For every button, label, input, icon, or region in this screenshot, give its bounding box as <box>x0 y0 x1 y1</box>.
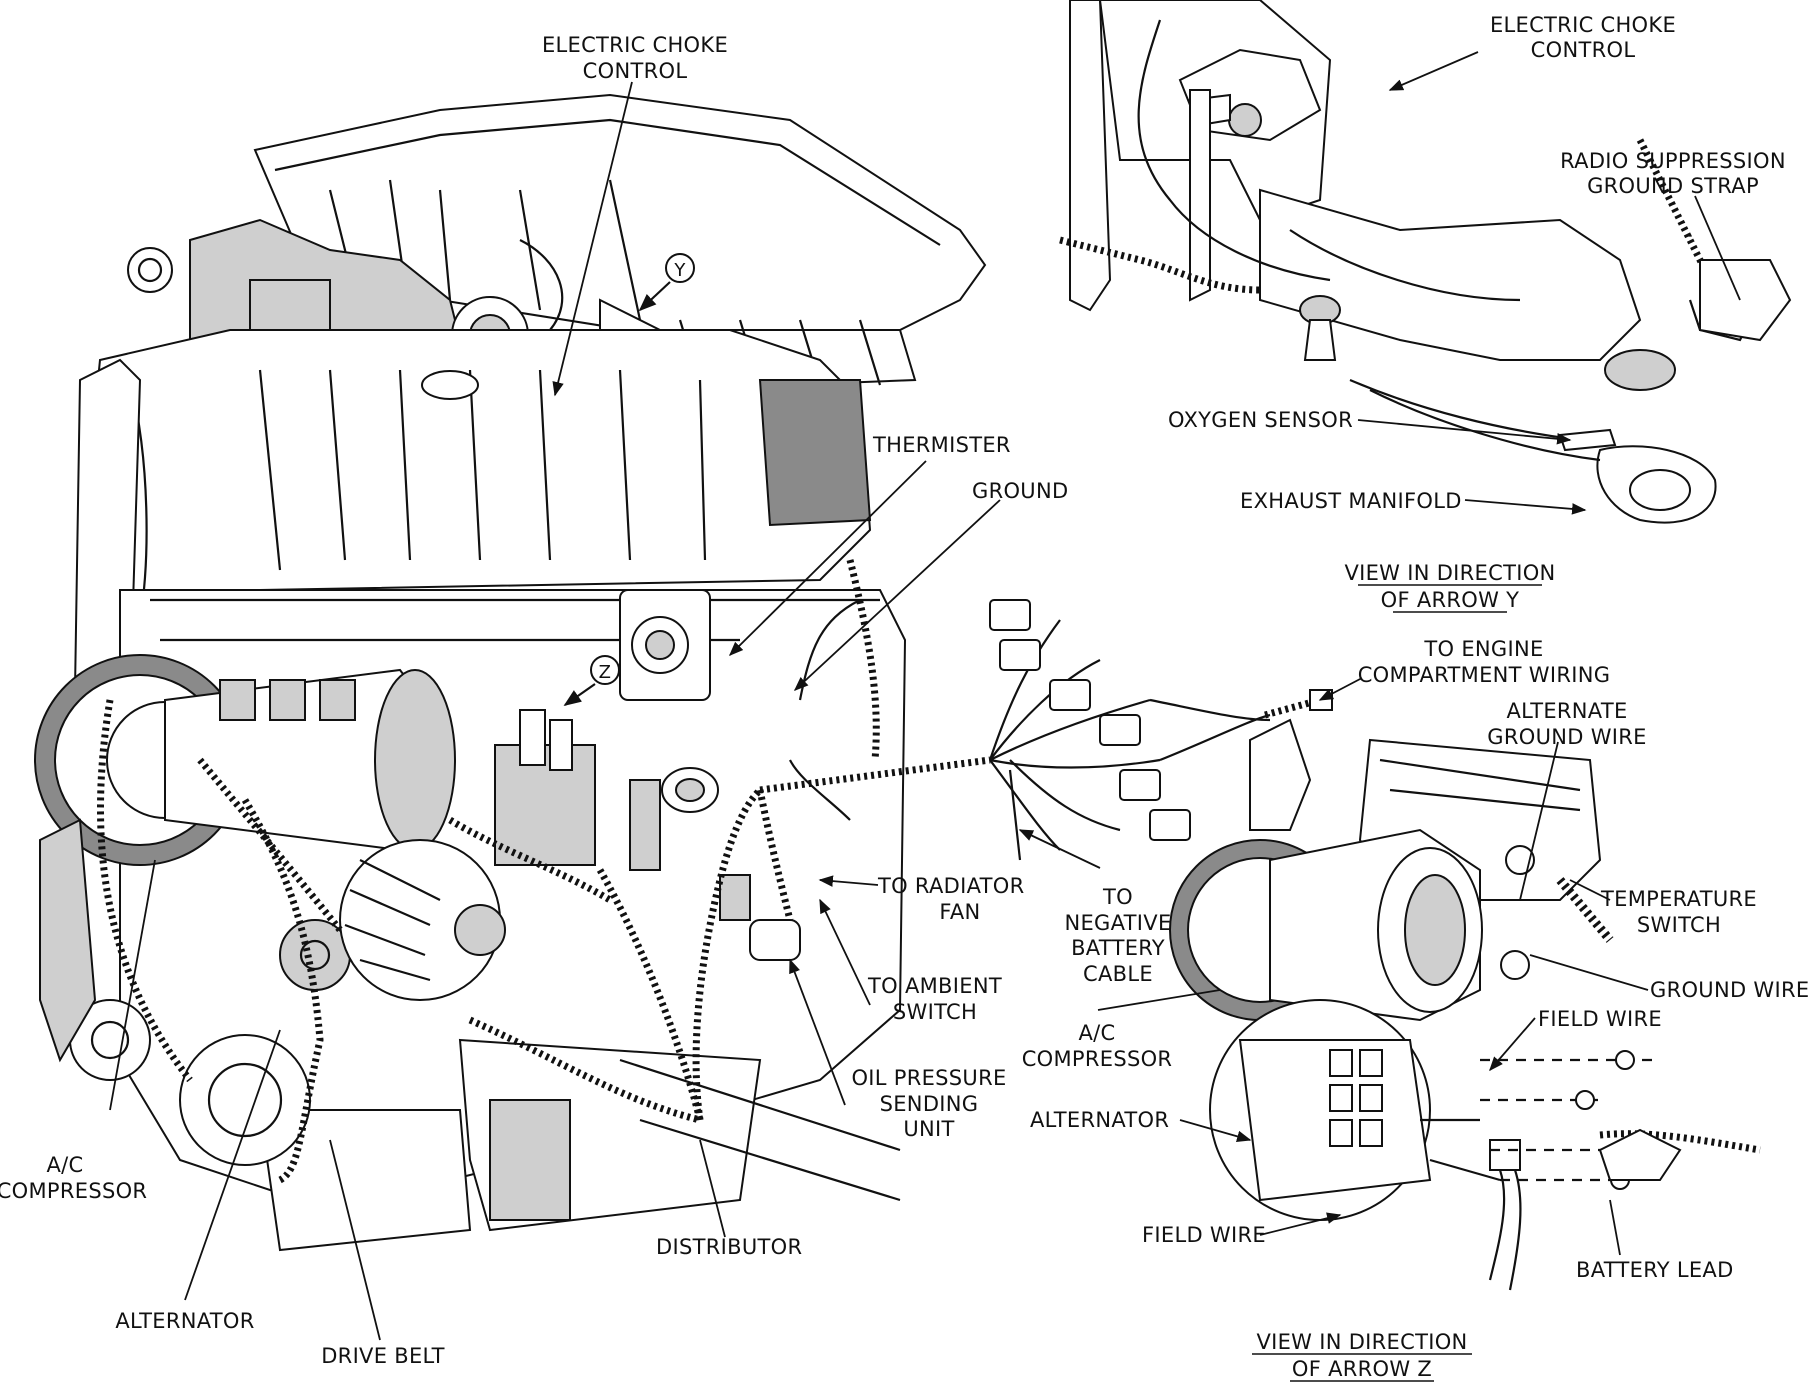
label-z-alternator: ALTERNATOR <box>1030 1108 1169 1132</box>
arrow-y-marker: Y <box>673 260 686 281</box>
label-z-ac-compressor-line1: A/C <box>1078 1021 1115 1045</box>
label-electric-choke-control-line1: ELECTRIC CHOKE <box>542 33 728 57</box>
label-field-wire-top: FIELD WIRE <box>1538 1007 1662 1031</box>
label-thermister: THERMISTER <box>872 433 1011 457</box>
label-to-radiator-fan-line1: TO RADIATOR <box>877 874 1025 898</box>
label-ac-compressor-line2: COMPRESSOR <box>0 1179 147 1203</box>
view-z-inset <box>1169 718 1761 1291</box>
label-to-radiator-fan-line2: FAN <box>939 900 980 924</box>
view-y-inset <box>1059 0 1792 524</box>
label-to-negative-battery-line2: NEGATIVE <box>1064 911 1171 935</box>
label-oil-pressure-line2: SENDING <box>880 1092 979 1116</box>
label-y-electric-choke-line1: ELECTRIC CHOKE <box>1490 13 1676 37</box>
label-to-ambient-switch-line1: TO AMBIENT <box>867 974 1002 998</box>
label-view-y-line1: VIEW IN DIRECTION <box>1344 561 1555 585</box>
label-view-z-line1: VIEW IN DIRECTION <box>1256 1330 1467 1354</box>
label-distributor: DISTRIBUTOR <box>656 1235 802 1259</box>
label-alternate-ground-line1: ALTERNATE <box>1506 699 1627 723</box>
label-radio-suppression-line1: RADIO SUPPRESSION <box>1560 149 1786 173</box>
label-ground-wire: GROUND WIRE <box>1650 978 1809 1002</box>
label-alternate-ground-line2: GROUND WIRE <box>1487 725 1646 749</box>
label-temperature-switch-line2: SWITCH <box>1637 913 1721 937</box>
label-z-ac-compressor-line2: COMPRESSOR <box>1022 1047 1173 1071</box>
main-engine-illustration: Y Z <box>34 93 1333 1252</box>
label-to-engine-wiring-line2: COMPARTMENT WIRING <box>1358 663 1611 687</box>
label-to-negative-battery-line1: TO <box>1102 885 1133 909</box>
callout-labels: ELECTRIC CHOKE CONTROL ELECTRIC CHOKE CO… <box>0 13 1809 1382</box>
label-oxygen-sensor: OXYGEN SENSOR <box>1168 408 1353 432</box>
label-oil-pressure-line3: UNIT <box>903 1117 954 1141</box>
label-ground: GROUND <box>972 479 1068 503</box>
label-to-negative-battery-line4: CABLE <box>1083 962 1153 986</box>
label-battery-lead: BATTERY LEAD <box>1576 1258 1734 1282</box>
label-drive-belt: DRIVE BELT <box>321 1344 445 1368</box>
label-view-y-line2: OF ARROW Y <box>1381 588 1520 612</box>
label-radio-suppression-line2: GROUND STRAP <box>1587 174 1759 198</box>
arrow-z-marker: Z <box>599 662 612 683</box>
label-ac-compressor-line1: A/C <box>46 1153 83 1177</box>
label-field-wire-bottom: FIELD WIRE <box>1142 1223 1266 1247</box>
label-y-electric-choke-line2: CONTROL <box>1531 38 1636 62</box>
label-temperature-switch-line1: TEMPERATURE <box>1600 887 1757 911</box>
label-exhaust-manifold: EXHAUST MANIFOLD <box>1240 489 1462 513</box>
label-to-ambient-switch-line2: SWITCH <box>893 1000 977 1024</box>
label-alternator: ALTERNATOR <box>115 1309 254 1333</box>
label-to-negative-battery-line3: BATTERY <box>1071 936 1165 960</box>
label-to-engine-wiring-line1: TO ENGINE <box>1423 637 1543 661</box>
label-electric-choke-control-line2: CONTROL <box>583 59 688 83</box>
label-oil-pressure-line1: OIL PRESSURE <box>851 1066 1006 1090</box>
leader-lines <box>109 51 1741 1341</box>
label-view-z-line2: OF ARROW Z <box>1292 1357 1432 1381</box>
